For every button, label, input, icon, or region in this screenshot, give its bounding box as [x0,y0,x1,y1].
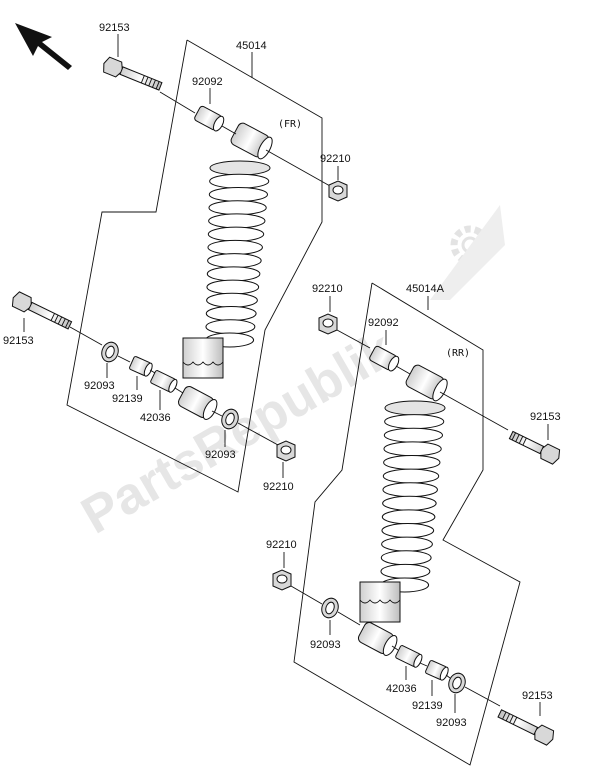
rear-nut-top [318,313,338,335]
rear-bolt-right [508,430,561,465]
rear-shock-group: 92210 45014A 92092 (RR) 92153 92210 9209… [266,282,561,766]
rear-position-tag: (RR) [446,348,470,359]
rear-nut-left [272,569,292,591]
spring-coil [382,468,440,484]
label-rear-nut-top: 92210 [312,283,343,295]
label-rear-bush: 42036 [386,683,417,695]
front-washer-left [101,341,119,363]
watermark-flag [430,205,505,300]
front-bolt-top [103,56,163,91]
rear-collar-bottom [425,660,449,681]
front-bolt-left [11,291,73,330]
spring-coil [206,279,260,295]
front-collar-bottom [129,356,153,377]
spring-coil [383,454,441,470]
rear-collar-top [369,345,400,372]
spring-coil [207,239,263,255]
label-front-nut-bottom: 92210 [263,481,294,493]
spring-coil [381,509,436,525]
direction-arrow-icon [15,23,72,70]
spring-coil [205,319,256,335]
spring-coil [383,427,443,443]
label-rear-bolt-bottom: 92153 [522,690,553,702]
spring-coil [207,253,262,269]
front-bush [150,370,178,393]
rear-washer-bottom [448,672,466,694]
rear-washer-left [321,597,339,619]
spring-coil [206,292,258,308]
rear-bolt-bottom [497,709,555,746]
watermark: PartsRepublik [72,205,505,545]
label-rear-washer-left: 92093 [310,639,341,651]
front-shock-group: 92153 45014 92092 (FR) 92210 92153 92093… [3,22,351,493]
spring-coil [381,536,433,552]
front-assembly-frame [66,39,323,493]
label-front-washer-right: 92093 [205,449,236,461]
label-rear-collar-top: 92092 [368,317,399,329]
spring-coil [382,495,437,511]
spring-coil [384,400,446,416]
label-rear-assembly: 45014A [406,283,445,295]
label-rear-nut-left: 92210 [266,539,297,551]
spring-coil [381,523,435,539]
rear-bush [395,645,423,668]
label-front-collar-top: 92092 [192,76,223,88]
label-front-collar-bottom: 92139 [112,393,143,405]
spring-coil [382,482,438,498]
spring-coil [383,441,442,457]
spring-coil [208,213,266,229]
spring-coil [384,414,445,430]
label-front-washer-bottom: 92093 [84,380,115,392]
spring-coil [205,306,257,322]
front-washer-right [221,408,239,430]
label-front-bolt-left: 92153 [3,335,34,347]
spring-coil [207,226,265,242]
label-front-bolt-top: 92153 [99,22,130,34]
front-nut-bottom [276,440,296,462]
front-collar-top [194,105,225,132]
front-position-tag: (FR) [278,119,302,130]
spring-coil [208,200,267,216]
rear-assembly-frame [293,282,521,766]
label-rear-washer-bottom: 92093 [436,717,467,729]
label-front-bush: 42036 [140,412,171,424]
front-shock-absorber [177,122,273,421]
label-rear-bolt-right: 92153 [530,411,561,423]
label-front-nut-top: 92210 [320,153,351,165]
spring-coil [206,266,261,282]
label-front-assembly: 45014 [236,40,267,52]
spring-coil [209,173,270,189]
spring-coil [208,186,268,202]
spring-coil [380,563,431,579]
front-nut-top [328,180,348,202]
spring-coil [380,550,432,566]
rear-shock-absorber [357,364,448,657]
spring-coil [209,160,271,176]
label-rear-collar-bottom: 92139 [412,700,443,712]
